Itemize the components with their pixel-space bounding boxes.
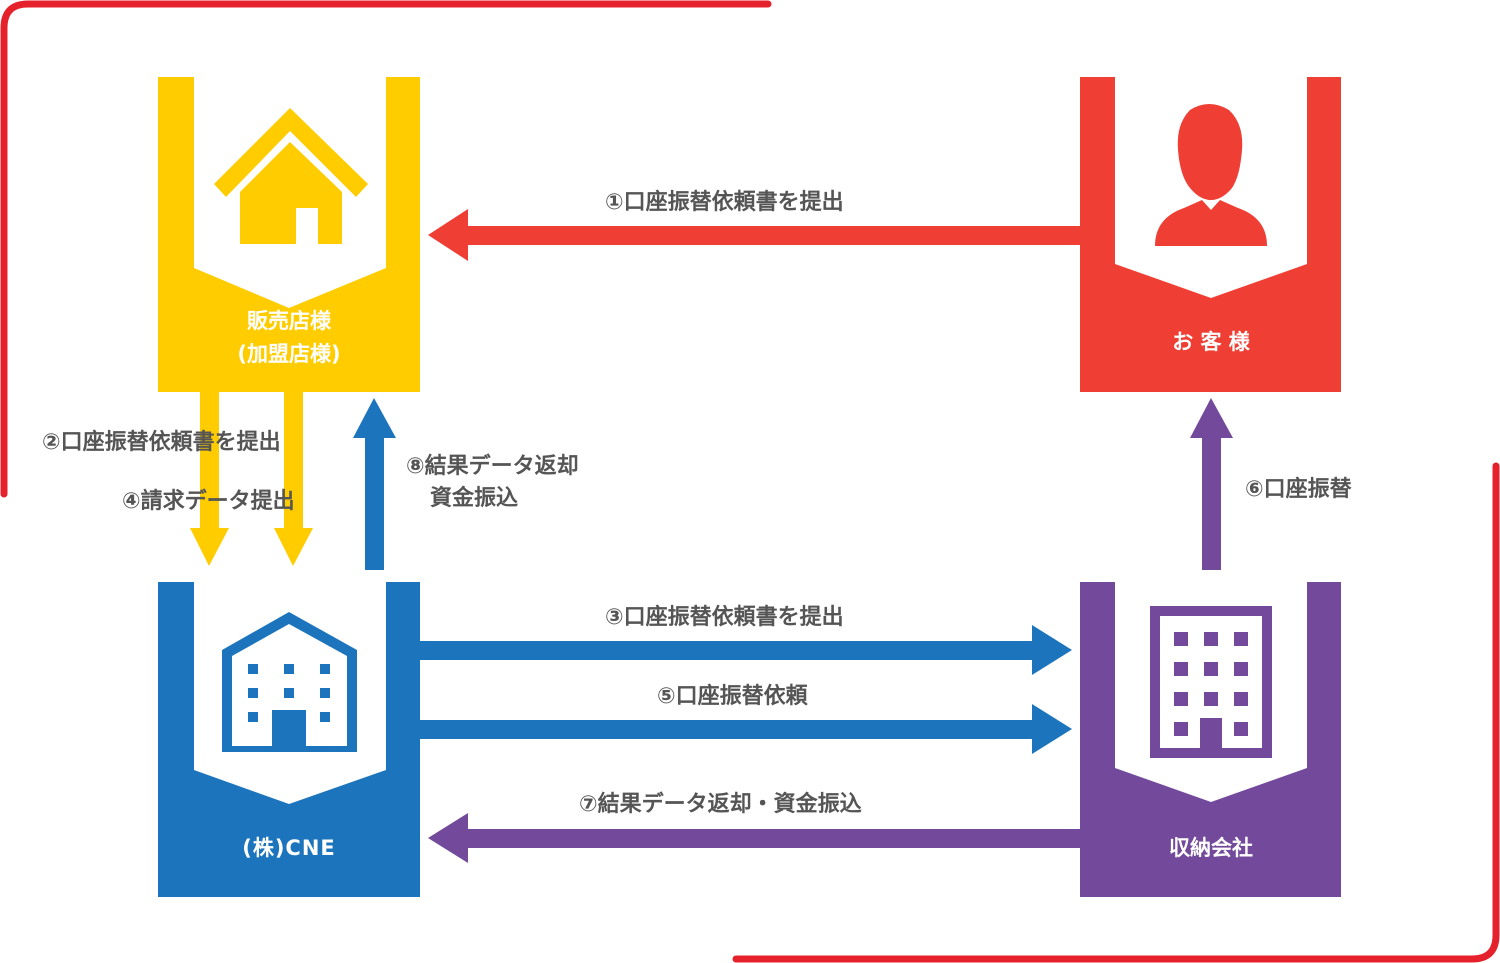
customer-label: お 客 様 bbox=[1172, 330, 1250, 354]
dealer-label-line2: (加盟店様) bbox=[237, 341, 341, 366]
cne-node bbox=[158, 582, 420, 897]
collector-node bbox=[1080, 582, 1341, 897]
flow-7-label: ⑦結果データ返却・資金振込 bbox=[579, 792, 862, 817]
customer-box bbox=[1080, 77, 1341, 392]
flow-8-label-line2: 資金振込 bbox=[430, 485, 519, 511]
arrow-1 bbox=[428, 209, 1080, 261]
flow-8-label-line1: ⑧結果データ返却 bbox=[406, 454, 579, 479]
flow-6-label: ⑥口座振替 bbox=[1245, 477, 1352, 502]
collector-label: 収納会社 bbox=[1169, 836, 1253, 860]
customer-node bbox=[1080, 77, 1341, 392]
arrow-4 bbox=[274, 392, 313, 566]
person-icon bbox=[1155, 104, 1267, 246]
flow-5-label: ⑤口座振替依頼 bbox=[657, 684, 808, 709]
flow-3-label: ③口座振替依頼書を提出 bbox=[605, 605, 844, 630]
flow-8-label: ⑧結果データ返却 資金振込 bbox=[406, 451, 579, 515]
flow-4-label: ④請求データ提出 bbox=[122, 489, 295, 514]
flow-1-label: ①口座振替依頼書を提出 bbox=[605, 190, 844, 215]
arrow-8 bbox=[353, 398, 396, 570]
office-tower-icon bbox=[1150, 606, 1272, 758]
dealer-label-line1: 販売店様 bbox=[247, 309, 331, 333]
frame-line-top-left bbox=[0, 0, 772, 498]
building-icon bbox=[222, 612, 357, 752]
cne-box bbox=[158, 582, 420, 897]
arrow-6 bbox=[1190, 398, 1233, 570]
arrow-3 bbox=[420, 625, 1072, 675]
dealer-label: 販売店様 (加盟店様) bbox=[158, 305, 420, 370]
house-icon bbox=[214, 108, 368, 244]
arrow-5 bbox=[420, 704, 1072, 754]
arrow-2 bbox=[190, 392, 229, 566]
arrow-7 bbox=[428, 813, 1080, 863]
flow-2-label: ②口座振替依頼書を提出 bbox=[42, 430, 281, 455]
collector-box bbox=[1080, 582, 1341, 897]
dealer-node bbox=[158, 77, 420, 392]
cne-label: (株)CNE bbox=[242, 836, 336, 860]
dealer-box bbox=[158, 77, 420, 392]
frame-line-bottom-right bbox=[732, 462, 1500, 963]
